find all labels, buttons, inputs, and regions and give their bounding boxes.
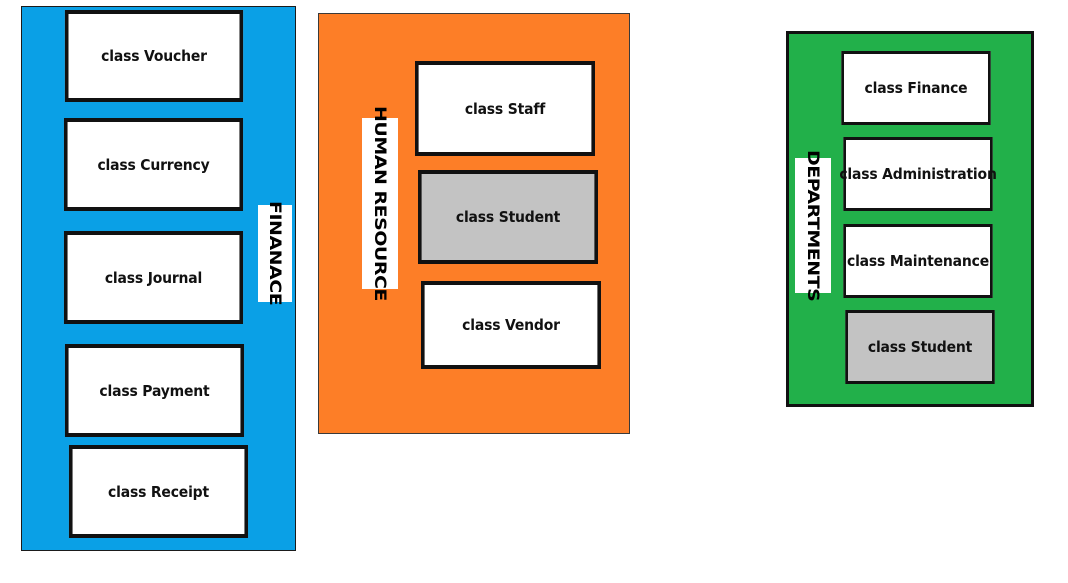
class-vendor-box[interactable]: class Vendor bbox=[421, 281, 601, 369]
class-voucher-box[interactable]: class Voucher bbox=[64, 10, 244, 102]
class-payment-box[interactable]: class Payment bbox=[64, 344, 245, 437]
class-administration-box[interactable]: class Administration bbox=[839, 137, 997, 211]
class-journal-box[interactable]: class Journal bbox=[63, 231, 244, 324]
class-maintenance-box[interactable]: class Maintenance bbox=[843, 224, 993, 298]
class-student-box[interactable]: class Student bbox=[418, 170, 598, 264]
departments-group-label-text: DEPARTMENTS bbox=[803, 149, 823, 302]
class-currency-box[interactable]: class Currency bbox=[63, 118, 244, 211]
finance-group-label-text: FINANACE bbox=[265, 201, 285, 306]
class-finance-box[interactable]: class Finance bbox=[841, 51, 991, 125]
class-receipt-box[interactable]: class Receipt bbox=[68, 445, 249, 538]
human-resource-group-label: HUMAN RESOURCE bbox=[362, 106, 398, 301]
class-student-shared-box[interactable]: class Student bbox=[845, 310, 995, 384]
departments-group-label: DEPARTMENTS bbox=[795, 150, 831, 301]
finance-group-label: FINANACE bbox=[258, 201, 292, 306]
human-resource-group-label-text: HUMAN RESOURCE bbox=[370, 106, 390, 301]
class-staff-box[interactable]: class Staff bbox=[415, 61, 595, 156]
